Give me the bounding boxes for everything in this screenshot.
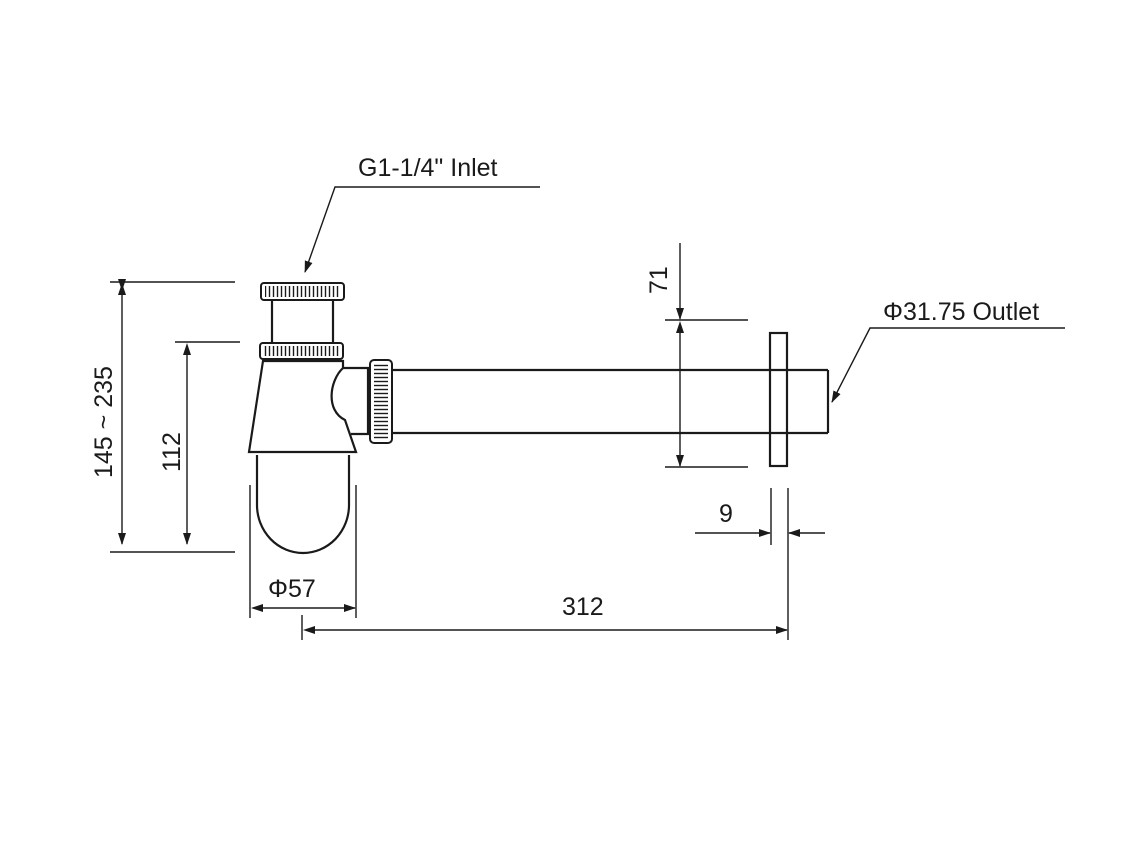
dimension-trap-height: 112 [158, 341, 240, 545]
total-height-label: 145 ~ 235 [90, 366, 118, 478]
outlet-label: Φ31.75 Outlet [883, 298, 1039, 326]
trap-body [247, 282, 830, 555]
trap-housing [247, 359, 358, 454]
trap-cup [255, 455, 351, 555]
dimension-trap-diameter: Φ57 [249, 485, 357, 618]
dimension-flange-thickness: 9 [695, 488, 825, 545]
pipe-offset-label: 71 [645, 266, 673, 294]
dimension-total-height: 145 ~ 235 [90, 279, 235, 553]
wall-flange [768, 331, 789, 468]
dimension-pipe-offset: 71 [645, 243, 748, 468]
trap-height-label: 112 [158, 432, 186, 472]
inlet-nut-knurl [265, 286, 340, 297]
dimension-length: 312 [301, 488, 789, 640]
inlet-label: G1-1/4" Inlet [358, 154, 498, 182]
inlet-callout: G1-1/4" Inlet [304, 154, 540, 273]
trap-diameter-label: Φ57 [268, 575, 316, 603]
length-label: 312 [562, 593, 604, 621]
flange-thickness-label: 9 [719, 500, 733, 528]
outlet-callout: Φ31.75 Outlet [831, 298, 1065, 403]
